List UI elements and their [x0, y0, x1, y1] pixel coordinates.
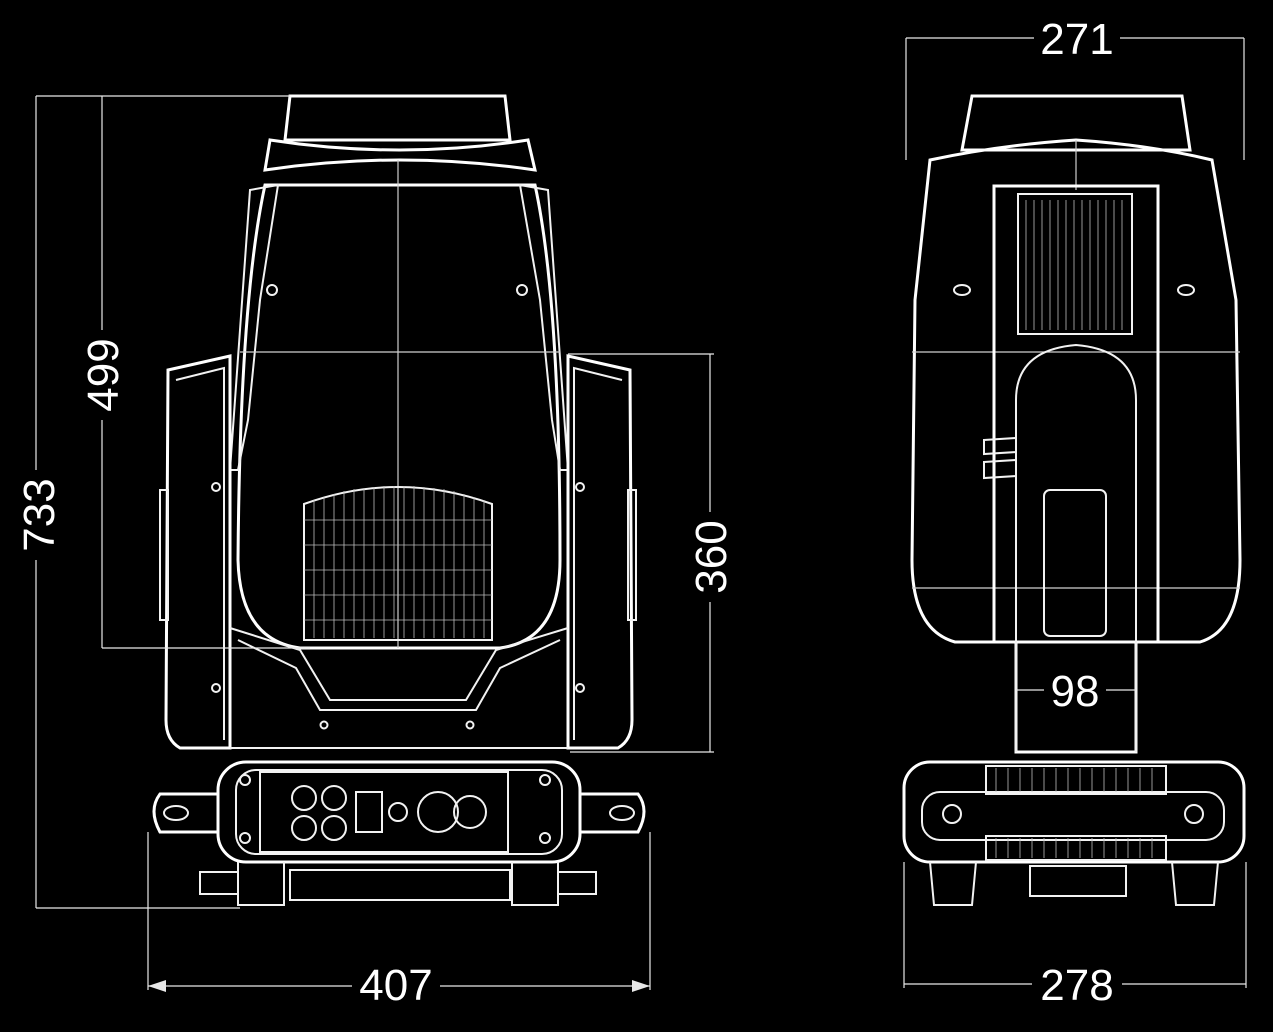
- overall-height-label: 733: [15, 478, 64, 551]
- front-grille: [304, 486, 492, 638]
- base-width-side-label: 278: [1040, 961, 1113, 1010]
- yoke-height-label: 360: [687, 520, 736, 593]
- front-view: [152, 94, 646, 906]
- head-width-side-label: 271: [1040, 15, 1113, 64]
- side-base-vents: [995, 768, 1153, 858]
- side-fins: [1025, 200, 1123, 330]
- front-dimensions: [16, 95, 732, 1010]
- arm-width-label: 98: [1051, 667, 1100, 716]
- side-dimensions: [903, 14, 1247, 1008]
- base-width-front-label: 407: [359, 961, 432, 1010]
- head-height-label: 499: [79, 338, 128, 411]
- side-view: [902, 94, 1246, 906]
